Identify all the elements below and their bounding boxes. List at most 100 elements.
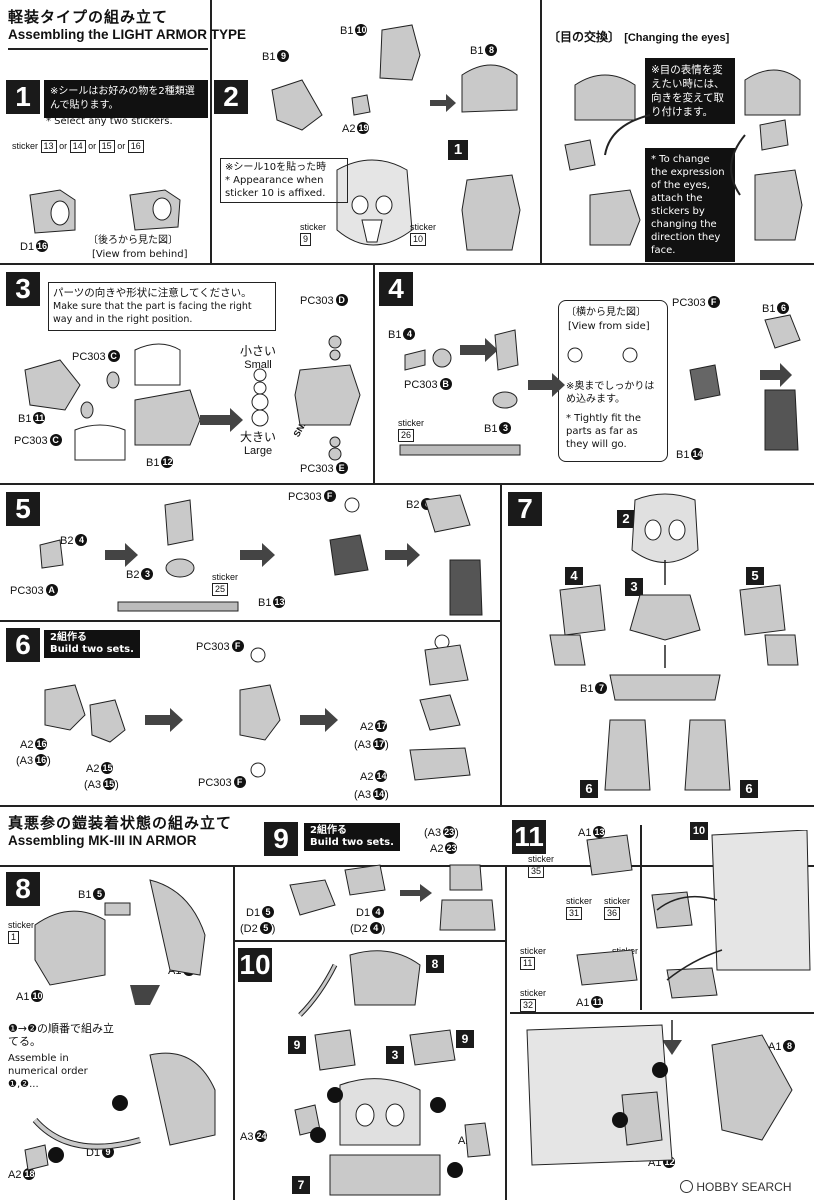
tag-jp: 2組作る xyxy=(50,632,87,643)
build-two-tag: 2組作る Build two sets. xyxy=(304,823,400,851)
arrow-right-icon xyxy=(430,94,456,112)
divider xyxy=(540,0,542,263)
divider xyxy=(500,483,502,805)
step-number-6: 6 xyxy=(6,628,40,662)
divider xyxy=(0,865,814,867)
eyes-title-jp: 〔目の交換〕 xyxy=(548,30,621,44)
ref-step-9: 9 xyxy=(288,1036,306,1054)
ref-step-3: 3 xyxy=(386,1046,404,1064)
sticker-label: 16 xyxy=(127,140,144,153)
sticker-affixed-note: ※シール10を貼った時 * Appearance when sticker 10… xyxy=(220,158,348,203)
header-en: Assembling MK-III IN ARMOR xyxy=(8,833,197,848)
tag-en: Build two sets. xyxy=(310,837,394,848)
divider xyxy=(233,865,235,1200)
ref-step-3: 3 xyxy=(625,578,643,596)
eyes-note-jp: ※目の表情を変えたい時には、向きを変えて取り付けます。 xyxy=(645,58,735,124)
note-en: Make sure that the part is facing the ri… xyxy=(53,301,252,325)
helmet-horn-illustration xyxy=(24,879,216,1171)
divider xyxy=(510,1012,814,1014)
section-header-mk3: 真悪参の鎧装着状態の組み立て Assembling MK-III IN ARMO… xyxy=(8,812,232,848)
header-en: Assembling the LIGHT ARMOR TYPE xyxy=(8,27,247,42)
large-en: Large xyxy=(243,445,273,457)
eyes-title-en: [Changing the eyes] xyxy=(624,32,730,44)
order-note-en: Assemble in numerical order ❶,❷... xyxy=(8,1053,88,1090)
divider xyxy=(640,825,642,1010)
or-label: or xyxy=(88,141,97,151)
ref-step-6: 6 xyxy=(580,780,598,798)
sticker-note: ※シールはお好みの物を2種類選んで貼ります。 xyxy=(44,80,208,118)
step-number-2: 2 xyxy=(214,80,248,114)
step-number-4: 4 xyxy=(379,272,413,306)
ref-step-1: 1 xyxy=(448,140,468,160)
head-armor-illustration xyxy=(294,950,491,1196)
divider xyxy=(505,865,507,1200)
or-label: or xyxy=(117,141,126,151)
ref-step-6: 6 xyxy=(740,780,758,798)
note-jp: ※シール10を貼った時 xyxy=(225,162,327,173)
order-note-jp: ❶→❷の順番で組み立てる。 xyxy=(8,1022,114,1048)
side-view-box xyxy=(558,300,668,462)
size-large: 大きい Large xyxy=(240,428,276,457)
watermark: HOBBY SEARCH xyxy=(680,1180,791,1194)
ref-step-7: 7 xyxy=(292,1176,310,1194)
hand-assembly-illustration xyxy=(44,634,471,781)
step-number-10: 10 xyxy=(238,948,272,982)
sticker-label: 15 xyxy=(98,140,115,153)
side-view-en: [View from side] xyxy=(568,321,650,332)
view-behind-jp: 〔後ろから見た図〕 xyxy=(88,235,178,246)
body-assembly-illustration xyxy=(549,493,799,791)
sticker-choices: sticker 13 or 14 or 15 or 16 xyxy=(12,140,202,153)
build-two-tag: 2組作る Build two sets. xyxy=(44,630,140,658)
ref-step-8: 8 xyxy=(426,955,444,973)
arm-assembly-illustration xyxy=(399,314,801,456)
foot-assembly-illustration xyxy=(289,864,496,931)
header-jp: 軽装タイプの組み立て xyxy=(8,8,169,26)
watermark-logo-icon xyxy=(680,1180,693,1193)
ref-step-2: 2 xyxy=(617,510,635,528)
divider xyxy=(373,263,375,483)
eye-exchange-illustration xyxy=(564,69,803,246)
step-number-7: 7 xyxy=(508,492,542,526)
watermark-text: HOBBY SEARCH xyxy=(696,1180,792,1194)
sticker-label: sticker 13 xyxy=(12,140,57,153)
ref-step-4: 4 xyxy=(565,567,583,585)
step-number-5: 5 xyxy=(6,492,40,526)
ref-step-9: 9 xyxy=(456,1030,474,1048)
